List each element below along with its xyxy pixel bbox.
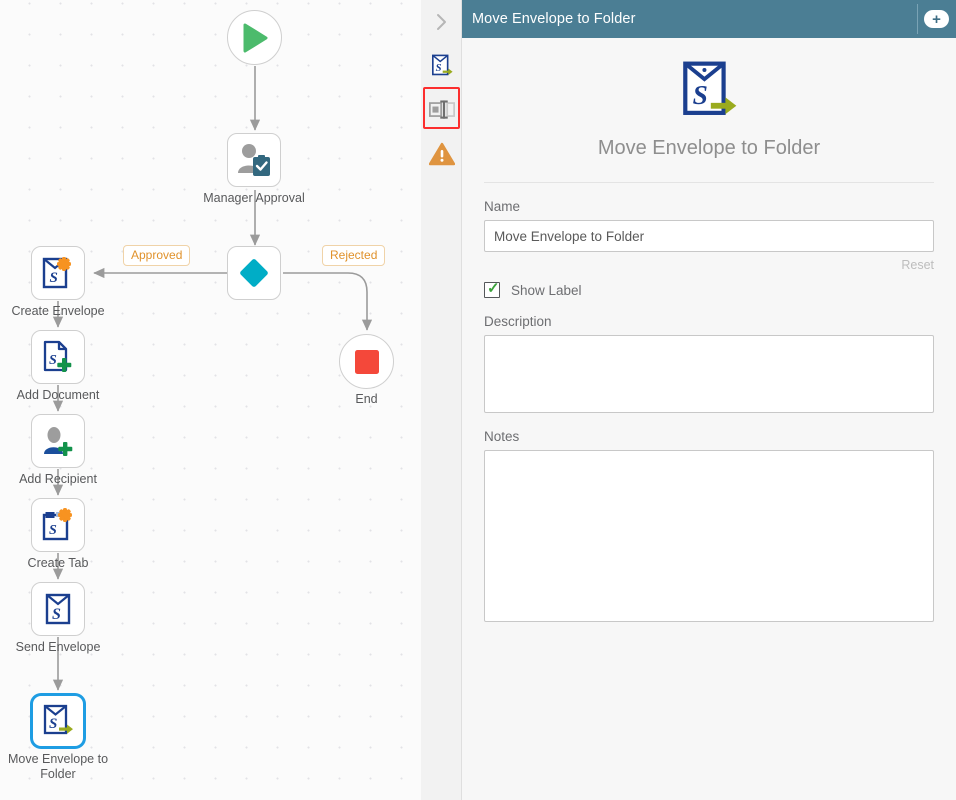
stop-square-icon (353, 348, 381, 376)
description-label: Description (484, 314, 934, 329)
add-document-icon: S (41, 339, 75, 375)
send-envelope-icon: S (43, 591, 73, 627)
move-envelope-icon: S (430, 53, 454, 79)
rail-item-layout[interactable] (421, 88, 462, 132)
notes-label: Notes (484, 429, 934, 444)
rail-item-properties[interactable]: S (421, 44, 462, 88)
panel-hero-divider (484, 182, 934, 183)
panel-layout-icon (429, 99, 455, 121)
move-envelope-icon: S (41, 703, 75, 739)
show-label-checkbox[interactable]: ✓ (484, 282, 500, 298)
node-start-shape[interactable] (227, 10, 282, 65)
node-create-tab-shape[interactable]: S (31, 498, 85, 552)
user-approval-icon (236, 143, 272, 177)
workflow-canvas[interactable]: Manager Approval Approved Rejected S (0, 0, 421, 800)
name-field-group: Name (462, 199, 956, 252)
node-move-envelope-to-folder-label: Move Envelope to Folder (4, 752, 112, 782)
node-end[interactable]: End (339, 334, 394, 389)
node-send-envelope[interactable]: S Send Envelope (31, 582, 85, 636)
name-input[interactable] (484, 220, 934, 252)
svg-text:S: S (49, 353, 57, 368)
node-add-recipient-shape[interactable] (31, 414, 85, 468)
header-divider (917, 4, 918, 34)
create-envelope-icon: S (41, 255, 75, 291)
node-manager-approval-shape[interactable] (227, 133, 281, 187)
node-send-envelope-shape[interactable]: S (31, 582, 85, 636)
show-label-row[interactable]: ✓ Show Label (462, 274, 956, 298)
check-icon: ✓ (487, 281, 500, 297)
warning-triangle-icon (429, 142, 455, 166)
name-label: Name (484, 199, 934, 214)
node-add-recipient-label: Add Recipient (19, 472, 97, 487)
panel-hero: S Move Envelope to Folder (462, 38, 956, 160)
move-envelope-icon: S (678, 58, 740, 124)
node-create-envelope-shape[interactable]: S (31, 246, 85, 300)
add-recipient-icon (41, 424, 75, 458)
panel-icon-rail: S (421, 0, 462, 800)
node-move-envelope-to-folder[interactable]: S Move Envelope to Folder (31, 694, 85, 748)
node-move-envelope-to-folder-shape[interactable]: S (31, 694, 85, 748)
add-step-button-label: + (932, 12, 941, 27)
panel-content: S Move Envelope to Folder Name Reset (462, 38, 956, 800)
play-icon (241, 23, 269, 53)
svg-text:S: S (49, 523, 57, 538)
node-manager-approval[interactable]: Manager Approval (227, 133, 281, 187)
svg-text:S: S (52, 606, 61, 623)
node-end-label: End (355, 392, 377, 407)
node-gateway[interactable] (227, 246, 281, 300)
node-create-envelope[interactable]: S Create Envelope (31, 246, 85, 300)
node-end-shape[interactable] (339, 334, 394, 389)
decision-diamond-icon (236, 255, 272, 291)
svg-text:S: S (50, 270, 58, 286)
show-label-text: Show Label (511, 283, 582, 298)
node-gateway-shape[interactable] (227, 246, 281, 300)
panel-title: Move Envelope to Folder (462, 11, 636, 27)
notes-textarea[interactable] (484, 450, 934, 622)
properties-panel: S (421, 0, 956, 800)
chevron-right-icon (434, 13, 450, 31)
node-create-tab[interactable]: S Create Tab (31, 498, 85, 552)
panel-header: Move Envelope to Folder + (462, 0, 956, 38)
rail-item-errors[interactable] (421, 132, 462, 176)
edge-label-approved: Approved (123, 245, 190, 266)
svg-text:S: S (693, 80, 708, 110)
node-manager-approval-label: Manager Approval (203, 191, 304, 206)
node-add-recipient[interactable]: Add Recipient (31, 414, 85, 468)
svg-text:S: S (49, 716, 57, 732)
node-send-envelope-label: Send Envelope (16, 640, 101, 655)
node-add-document-label: Add Document (17, 388, 100, 403)
reset-row: Reset (462, 252, 956, 274)
edge-label-rejected: Rejected (322, 245, 385, 266)
add-step-button[interactable]: + (924, 10, 949, 28)
node-add-document[interactable]: S Add Document (31, 330, 85, 384)
node-add-document-shape[interactable]: S (31, 330, 85, 384)
collapse-panel-button[interactable] (421, 0, 462, 44)
node-create-envelope-label: Create Envelope (11, 304, 104, 319)
reset-link[interactable]: Reset (901, 258, 934, 272)
svg-text:S: S (435, 63, 441, 74)
description-textarea[interactable] (484, 335, 934, 413)
description-field-group: Description (462, 314, 956, 413)
node-create-tab-label: Create Tab (28, 556, 89, 571)
notes-field-group: Notes (462, 429, 956, 622)
node-start[interactable] (227, 10, 282, 65)
panel-body: Move Envelope to Folder + S (462, 0, 956, 800)
panel-hero-title: Move Envelope to Folder (462, 137, 956, 160)
create-tab-icon: S (41, 507, 75, 543)
